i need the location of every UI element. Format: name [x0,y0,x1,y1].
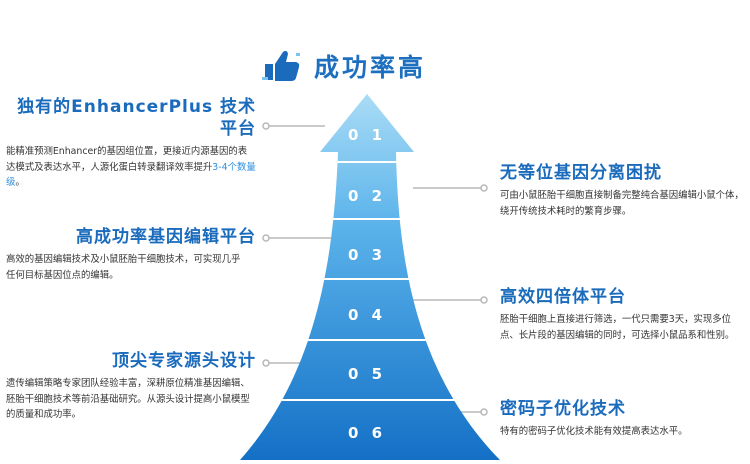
feature-title: 无等位基因分离困扰 [500,163,662,183]
feature-title: 顶尖专家源头设计 [112,351,256,371]
arrow-shape [240,94,500,460]
connector-dot [480,296,488,304]
feature-title: 高效四倍体平台 [500,287,626,307]
connector-dot [262,359,270,367]
level-label: 0 1 [347,126,387,144]
feature-expert-design: 顶尖专家源头设计 遗传编辑策略专家团队经验丰富，深耕原位精准基因编辑、胚胎干细胞… [6,350,256,423]
feature-title: 密码子优化技术 [500,399,626,419]
connector-dot [480,184,488,192]
page-title: 成功率高 [314,53,427,82]
feature-description: 可由小鼠胚胎干细胞直接制备完整纯合基因编辑小鼠个体，绕开传统技术耗时的繁育步骤。 [500,190,744,217]
thumbs-up-icon [262,50,300,81]
feature-tetraploid-platform: 高效四倍体平台 胚胎干细胞上直接进行筛选，一代只需要3天，实现多位点、长片段的基… [500,286,744,343]
feature-description: 胚胎干细胞上直接进行筛选，一代只需要3天，实现多位点、长片段的基因编辑的同时，可… [500,314,735,341]
connector-dot [262,122,270,130]
feature-gene-editing: 高成功率基因编辑平台 高效的基因编辑技术及小鼠胚胎干细胞技术，可实现几乎任何目标… [6,226,256,283]
level-label: 0 6 [347,424,387,442]
feature-description: 特有的密码子优化技术能有效提高表达水平。 [500,426,688,437]
level-label: 0 5 [347,365,387,383]
level-label: 0 4 [347,306,387,324]
connector-dot [262,234,270,242]
feature-enhancerplus: 独有的EnhancerPlus 技术平台 能精准预测Enhancer的基因组位置… [6,96,256,191]
level-label: 0 2 [347,187,387,205]
feature-description: 能精准预测Enhancer的基因组位置，更接近内源基因的表达模式及表达水平，人源… [6,146,256,188]
connector-dot [480,408,488,416]
feature-codon-optimization: 密码子优化技术 特有的密码子优化技术能有效提高表达水平。 [500,398,744,440]
feature-description: 遗传编辑策略专家团队经验丰富，深耕原位精准基因编辑、胚胎干细胞技术等前沿基础研究… [6,378,250,420]
feature-title: 高成功率基因编辑平台 [76,227,256,247]
feature-no-allele-segregation: 无等位基因分离困扰 可由小鼠胚胎干细胞直接制备完整纯合基因编辑小鼠个体，绕开传统… [500,162,744,219]
feature-title: 独有的EnhancerPlus 技术平台 [17,97,256,139]
feature-description: 高效的基因编辑技术及小鼠胚胎干细胞技术，可实现几乎任何目标基因位点的编辑。 [6,254,241,281]
header: 成功率高 [262,44,426,88]
level-label: 0 3 [347,246,387,264]
